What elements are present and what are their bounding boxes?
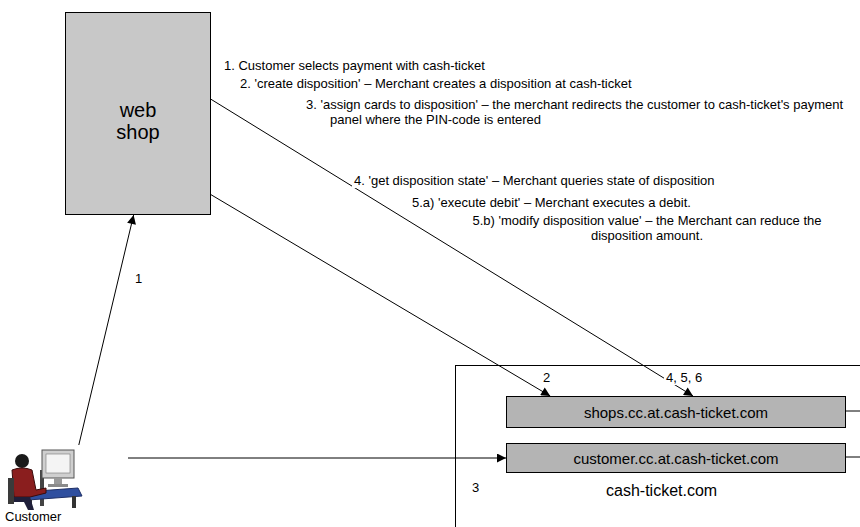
server-group-box: cash-ticket.com shops.cc.at.cash-ticket.c…: [455, 365, 860, 527]
step-note: 5.b) 'modify disposition value' – the Me…: [470, 213, 824, 243]
node-label: shops.cc.at.cash-ticket.com: [584, 404, 768, 421]
step-note: 3. 'assign cards to disposition' – the m…: [306, 97, 860, 127]
node-label: Customer: [5, 509, 61, 524]
step-note: 1. Customer selects payment with cash-ti…: [222, 58, 487, 73]
outgoing-stub: [845, 411, 860, 412]
flow-arrow: [128, 458, 506, 459]
callout-number: 2: [541, 370, 552, 385]
customer-icon: [8, 450, 82, 510]
node-label: cash-ticket.com: [606, 482, 717, 500]
callout-number: 3: [470, 480, 481, 495]
node-label: web shop: [103, 99, 173, 143]
step-note: 2. 'create disposition' – Merchant creat…: [238, 76, 634, 91]
server-box: customer.cc.at.cash-ticket.com: [506, 443, 846, 473]
callout-number: 4, 5, 6: [664, 370, 704, 385]
flow-arrow: [79, 215, 134, 445]
step-note: 4. 'get disposition state' – Merchant qu…: [352, 173, 717, 188]
outgoing-stub: [845, 457, 860, 458]
flow-arrow: [211, 99, 693, 396]
step-note: 5.a) 'execute debit' – Merchant executes…: [410, 195, 693, 210]
node-label: customer.cc.at.cash-ticket.com: [573, 450, 778, 467]
web-shop-box: web shop: [65, 12, 211, 215]
callout-number: 1: [133, 271, 144, 286]
customer-actor: Customer: [5, 445, 128, 525]
server-box: shops.cc.at.cash-ticket.com: [506, 396, 846, 428]
